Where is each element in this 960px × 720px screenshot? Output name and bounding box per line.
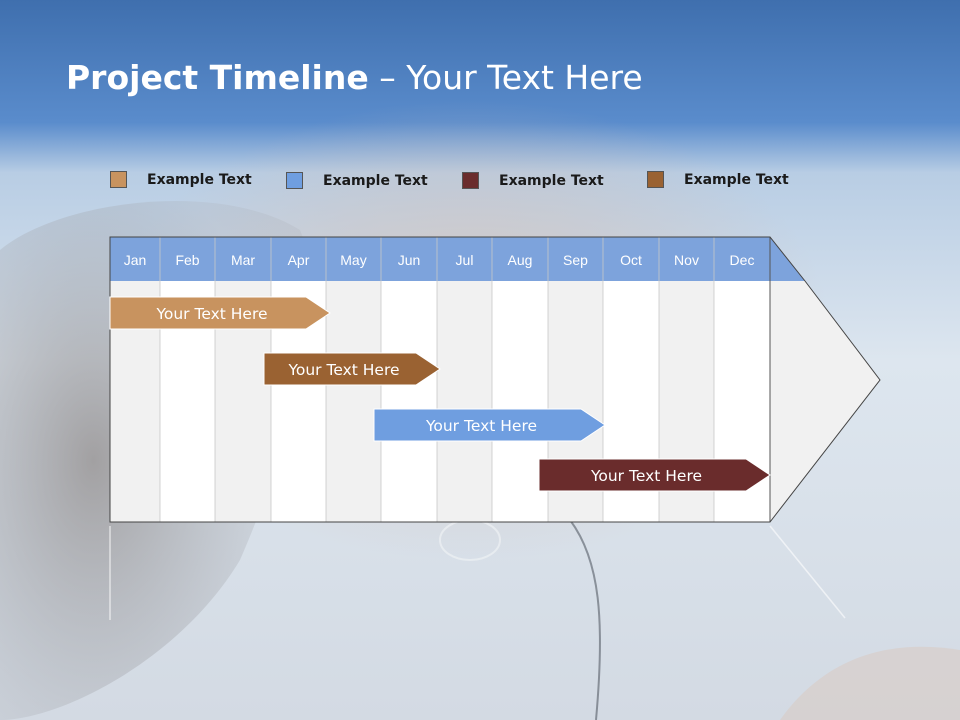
task-arrow-4 [538, 458, 771, 492]
legend-label: Example Text [499, 173, 604, 189]
legend-swatch [647, 171, 664, 188]
month-label-apr: Apr [288, 252, 310, 268]
month-label-jul: Jul [456, 252, 474, 268]
month-column [326, 281, 381, 522]
timeline-arrow-tip [770, 281, 880, 522]
timeline-outline [109, 236, 881, 523]
legend-swatch [110, 171, 127, 188]
month-column [381, 281, 437, 522]
month-column [437, 281, 492, 522]
task-arrow-2 [263, 352, 441, 386]
legend-swatch [462, 172, 479, 189]
task-label-1: Your Text Here [155, 305, 267, 323]
legend-label: Example Text [147, 172, 252, 188]
legend-swatch [286, 172, 303, 189]
task-label-2: Your Text Here [287, 361, 399, 379]
month-label-mar: Mar [231, 252, 255, 268]
month-label-oct: Oct [620, 252, 642, 268]
legend-label: Example Text [323, 173, 428, 189]
month-label-sep: Sep [563, 252, 588, 268]
title-bold-text: Project Timeline [66, 58, 369, 97]
title-rest-text: – Your Text Here [368, 58, 643, 97]
task-arrow-1 [109, 296, 331, 330]
task-label-3: Your Text Here [425, 417, 537, 435]
month-label-nov: Nov [674, 252, 699, 268]
month-label-feb: Feb [175, 252, 199, 268]
slide-title: Project Timeline – Your Text Here [66, 58, 643, 97]
month-header-band [110, 237, 770, 281]
task-arrow-3 [373, 408, 606, 442]
month-label-may: May [340, 252, 366, 268]
timeline-reflection-edge [769, 525, 846, 619]
month-label-dec: Dec [730, 252, 755, 268]
month-label-aug: Aug [508, 252, 533, 268]
month-label-jun: Jun [398, 252, 421, 268]
month-label-jan: Jan [124, 252, 147, 268]
legend-label: Example Text [684, 172, 789, 188]
task-label-4: Your Text Here [590, 467, 702, 485]
